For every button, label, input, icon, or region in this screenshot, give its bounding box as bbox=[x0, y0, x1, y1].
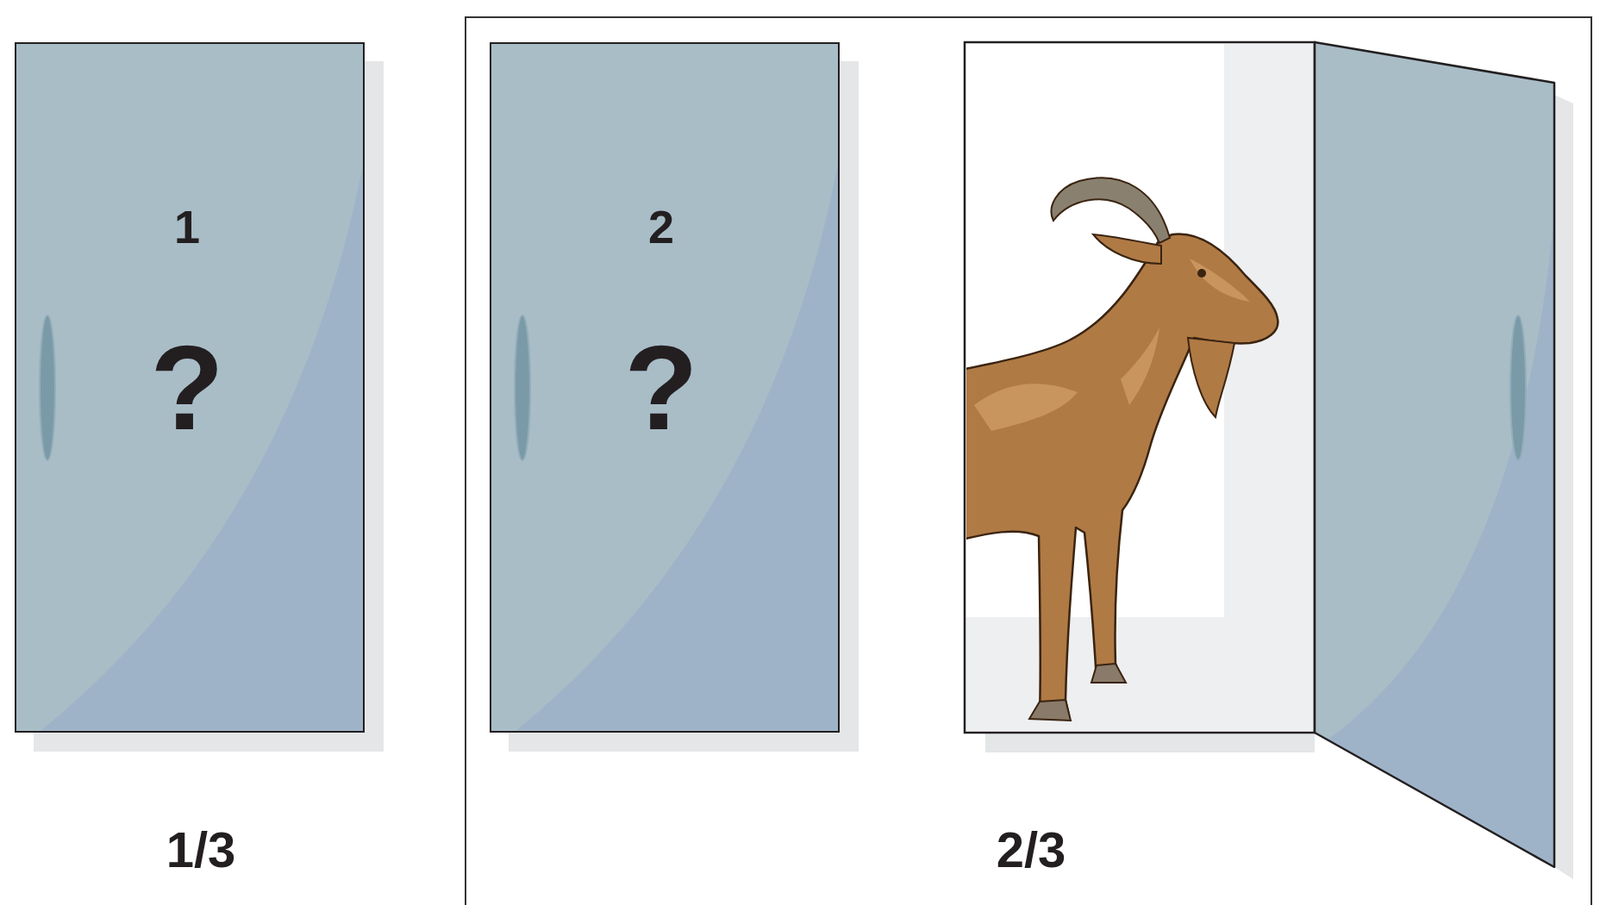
door-handle bbox=[39, 315, 56, 461]
open-door-panel bbox=[1314, 42, 1555, 868]
goat-ear bbox=[1093, 234, 1162, 264]
closed-door: 2? bbox=[489, 42, 840, 733]
question-mark: ? bbox=[624, 327, 699, 449]
goat-eye bbox=[1197, 268, 1207, 278]
open-door-shading bbox=[1327, 215, 1555, 868]
probability-label: 1/3 bbox=[166, 825, 237, 875]
goat bbox=[966, 177, 1278, 721]
door-frame bbox=[964, 42, 1315, 733]
panel-shadow bbox=[1554, 94, 1574, 880]
open-door-outline bbox=[1314, 42, 1555, 868]
door-group-box: 2/3 2? bbox=[464, 16, 1593, 905]
door-number: 1 bbox=[174, 203, 200, 250]
goat-highlight bbox=[974, 383, 1078, 432]
goat-highlight bbox=[1120, 327, 1160, 406]
door-handle bbox=[514, 315, 531, 461]
goat-highlight bbox=[1189, 258, 1250, 302]
door-shade bbox=[515, 164, 838, 732]
goat-body bbox=[966, 234, 1278, 716]
goat-hoof bbox=[1091, 663, 1126, 683]
doorway bbox=[964, 42, 1315, 733]
closed-door: 1? bbox=[14, 42, 365, 733]
question-mark: ? bbox=[150, 327, 225, 449]
frame-shadow bbox=[985, 732, 1315, 753]
doorway-floor bbox=[966, 617, 1315, 732]
goat-hoof bbox=[1029, 700, 1071, 721]
goat-beard bbox=[1187, 337, 1235, 418]
door-shade bbox=[40, 164, 363, 732]
door-number: 2 bbox=[648, 203, 675, 250]
door-handle bbox=[1510, 315, 1526, 461]
probability-label: 2/3 bbox=[996, 825, 1067, 875]
goat-horn bbox=[1051, 177, 1170, 244]
